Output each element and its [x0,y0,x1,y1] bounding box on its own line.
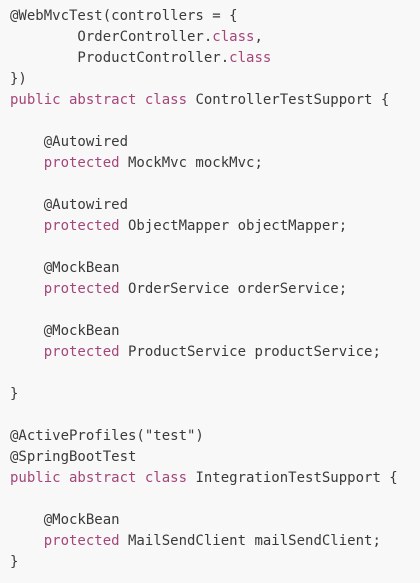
code-keyword: protected [43,533,120,549]
code-text: IntegrationTestSupport { [187,470,398,486]
code-line: @MockBean [10,510,420,531]
code-line: protected ObjectMapper objectMapper; [10,216,420,237]
code-text: @SpringBootTest [10,449,137,465]
code-line: @WebMvcTest(controllers = { [10,6,420,27]
code-text: @MockBean [10,260,120,276]
code-text: ObjectMapper objectMapper; [119,218,348,234]
code-text [10,155,44,171]
code-line: }) [10,69,420,90]
code-text: OrderController. [10,29,213,45]
code-line: @Autowired [10,132,420,153]
code-keyword: class [212,29,255,45]
code-keyword: protected [43,281,120,297]
code-text: , [254,29,263,45]
code-line [10,405,420,426]
code-line [10,111,420,132]
code-text: @Autowired [10,197,129,213]
code-line: @MockBean [10,321,420,342]
code-text: @Autowired [10,134,129,150]
code-text: } [10,554,19,570]
code-line: @MockBean [10,258,420,279]
code-line: protected OrderService orderService; [10,279,420,300]
code-keyword: public abstract class [10,470,188,486]
code-text: ControllerTestSupport { [187,92,390,108]
code-text [10,218,44,234]
code-line: @ActiveProfiles("test") [10,426,420,447]
code-line [10,174,420,195]
code-line: @SpringBootTest [10,447,420,468]
code-keyword: class [229,50,272,66]
code-line [10,363,420,384]
code-text: @ActiveProfiles("test") [10,428,204,444]
code-text: @MockBean [10,323,120,339]
code-line: public abstract class ControllerTestSupp… [10,90,420,111]
code-line: } [10,552,420,573]
code-keyword: protected [43,218,120,234]
code-line [10,489,420,510]
code-line [10,237,420,258]
code-text: } [10,386,19,402]
code-keyword: protected [43,344,120,360]
code-line: protected ProductService productService; [10,342,420,363]
code-keyword: protected [43,155,120,171]
code-line [10,300,420,321]
code-text: MailSendClient mailSendClient; [119,533,381,549]
code-text: MockMvc mockMvc; [119,155,263,171]
code-text: ProductController. [10,50,230,66]
code-line: public abstract class IntegrationTestSup… [10,468,420,489]
code-line: protected MailSendClient mailSendClient; [10,531,420,552]
code-text: OrderService orderService; [119,281,348,297]
code-text: ProductService productService; [119,344,381,360]
code-line: @Autowired [10,195,420,216]
code-text: @MockBean [10,512,120,528]
code-line: ProductController.class [10,48,420,69]
code-line: OrderController.class, [10,27,420,48]
code-text: @WebMvcTest(controllers = { [10,8,238,24]
code-line: } [10,384,420,405]
code-text [10,344,44,360]
code-text [10,533,44,549]
code-line: protected MockMvc mockMvc; [10,153,420,174]
code-text: }) [10,71,27,87]
code-keyword: public abstract class [10,92,188,108]
code-text [10,281,44,297]
